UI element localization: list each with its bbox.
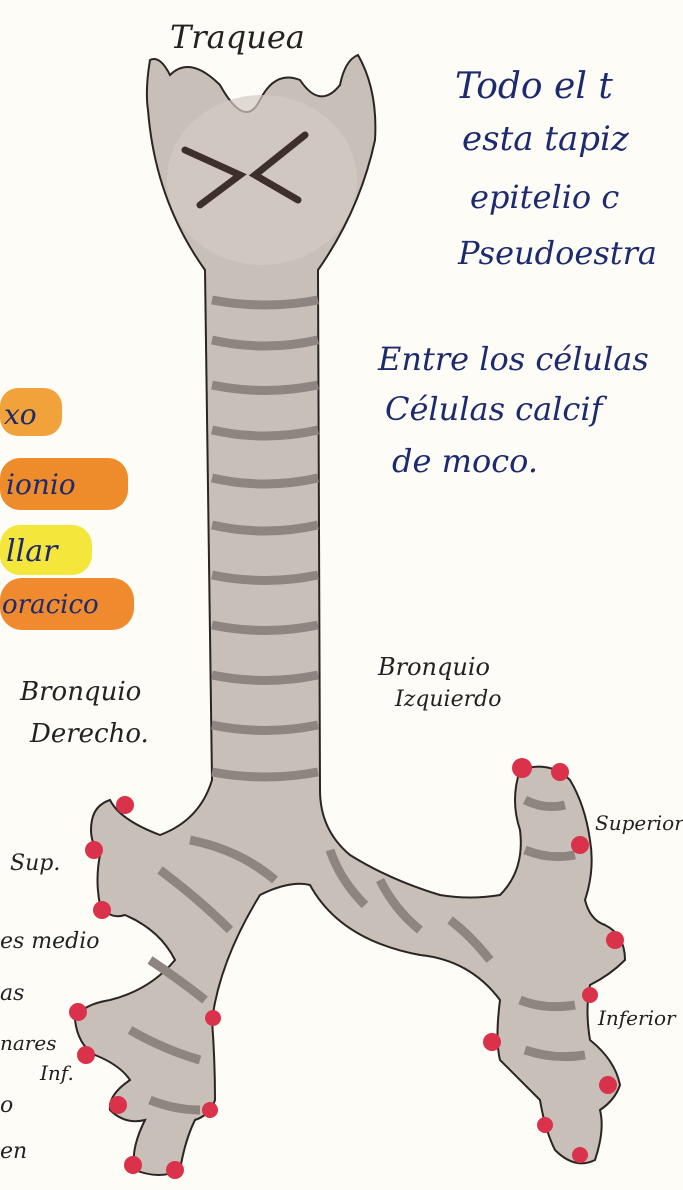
label-left-bronchus-1: Bronquio	[377, 653, 490, 681]
label-en: en	[0, 1139, 27, 1164]
note-line-4: Pseudoestra	[457, 234, 657, 272]
diagram-title: Traquea	[170, 18, 305, 56]
tip	[166, 1161, 184, 1179]
note-line-7: de moco.	[392, 442, 538, 480]
label-medio: es medio	[0, 929, 100, 954]
tip	[606, 931, 624, 949]
label-right-bronchus-2: Derecho.	[29, 719, 149, 749]
notes: Todo el t esta tapiz epitelio c Pseudoes…	[377, 66, 657, 480]
label-right-bronchus-1: Bronquio	[19, 677, 141, 707]
label-inferior: Inferior	[597, 1006, 677, 1030]
label-sup: Sup.	[10, 851, 60, 876]
label-superior: Superior	[595, 811, 683, 835]
tip	[109, 1096, 127, 1114]
tip	[551, 763, 569, 781]
tip	[116, 796, 134, 814]
tip	[483, 1033, 501, 1051]
note-line-1: Todo el t	[455, 66, 613, 107]
ring	[212, 772, 318, 777]
tip	[537, 1117, 553, 1133]
label-left-bronchus-2: Izquierdo	[394, 687, 501, 712]
note-line-5: Entre los células	[377, 340, 649, 378]
legend-chips: xo ionio llar oracico	[0, 388, 134, 630]
tip	[93, 901, 111, 919]
legend-chip-1-text: xo	[4, 398, 37, 431]
label-o: o	[0, 1093, 13, 1118]
tip	[124, 1156, 142, 1174]
tip	[202, 1102, 218, 1118]
tip	[572, 1147, 588, 1163]
label-inf: Inf.	[39, 1061, 74, 1085]
note-line-6: Células calcif	[385, 390, 608, 428]
tip	[85, 841, 103, 859]
tip	[582, 987, 598, 1003]
tip	[599, 1076, 617, 1094]
trachea-illustration	[69, 55, 625, 1179]
tip	[512, 758, 532, 778]
tip	[77, 1046, 95, 1064]
legend-chip-3-text: llar	[6, 534, 59, 569]
note-line-3: epitelio c	[470, 178, 619, 216]
label-nares: nares	[0, 1031, 56, 1055]
note-line-2: esta tapiz	[462, 119, 630, 159]
tip	[69, 1003, 87, 1021]
legend-chip-4-text: oracico	[2, 590, 99, 620]
tip	[571, 836, 589, 854]
ring	[212, 300, 318, 305]
tip	[205, 1010, 221, 1026]
label-as: as	[0, 981, 24, 1006]
legend-chip-2-text: ionio	[6, 468, 76, 501]
